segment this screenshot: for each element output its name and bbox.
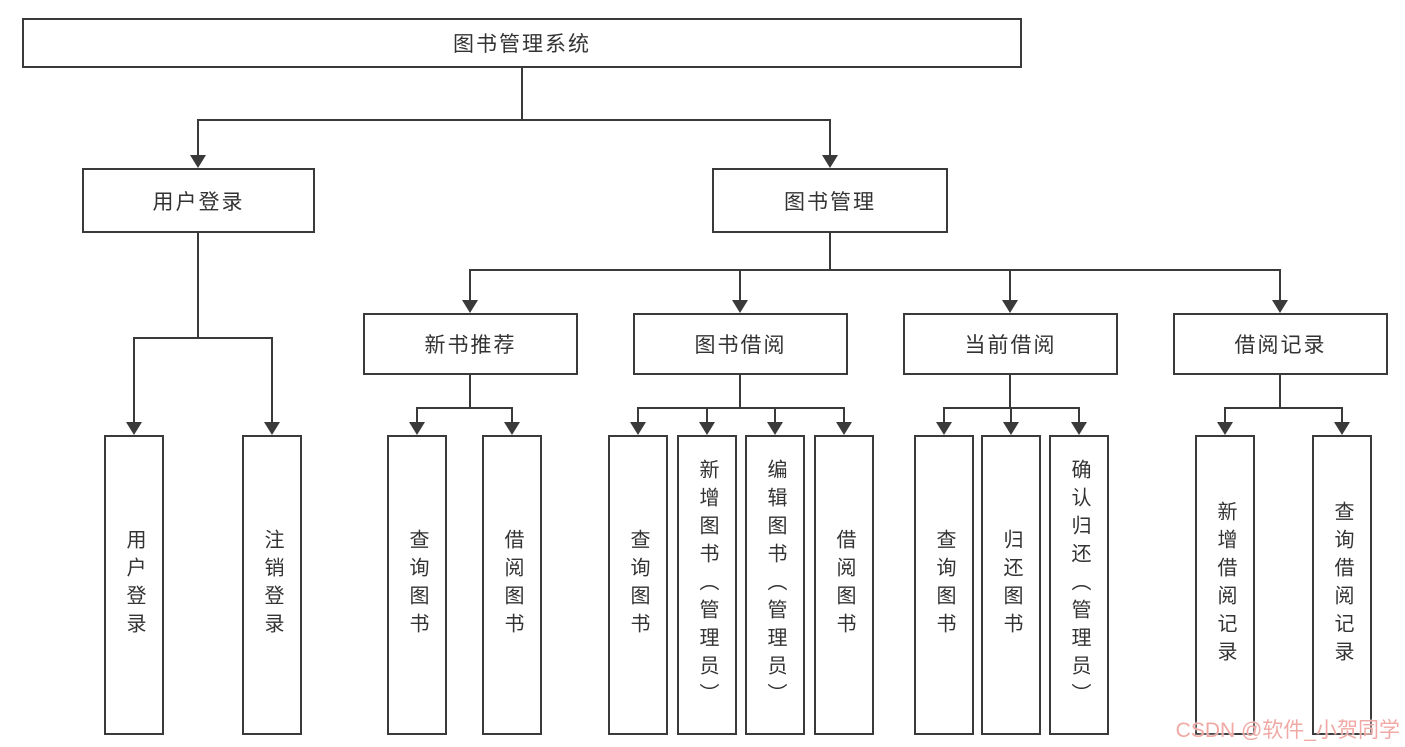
connector-user-login-drop [197, 119, 199, 156]
leaf-query-borrow-record-label: 查询借阅记录 [1331, 501, 1353, 669]
node-new-book-recommend: 新书推荐 [363, 313, 578, 375]
leaf-query-books-current: 查询图书 [914, 435, 974, 735]
leaf-borrow-books-label: 借阅图书 [833, 529, 855, 641]
node-book-management-label: 图书管理 [784, 190, 876, 214]
node-borrow-record: 借阅记录 [1173, 313, 1388, 375]
connector-book-mgmt-branch [469, 269, 1281, 271]
leaf-edit-books-admin: 编辑图书（管理员） [745, 435, 805, 735]
connector-root-branch [197, 119, 831, 121]
arrowhead-down-icon [1003, 422, 1019, 435]
connector-book-borrow-branch [637, 407, 844, 409]
connector-level3-drop [1009, 269, 1011, 301]
arrowhead-down-icon [190, 155, 206, 168]
leaf-add-borrow-record-label: 新增借阅记录 [1214, 501, 1236, 669]
node-user-login-label: 用户登录 [152, 190, 245, 214]
connector-leaf-drop [1078, 407, 1080, 423]
arrowhead-down-icon [504, 422, 520, 435]
arrowhead-down-icon [264, 422, 280, 435]
arrowhead-down-icon [1217, 422, 1233, 435]
leaf-add-borrow-record: 新增借阅记录 [1195, 435, 1255, 735]
arrowhead-down-icon [1002, 300, 1018, 313]
leaf-query-books-recommend-label: 查询图书 [406, 529, 428, 641]
arrowhead-down-icon [767, 422, 783, 435]
connector-leaf-drop [416, 407, 418, 423]
leaf-borrow-books-recommend-label: 借阅图书 [501, 529, 523, 641]
leaf-query-borrow-record: 查询借阅记录 [1312, 435, 1372, 735]
leaf-logout-label: 注销登录 [261, 529, 283, 641]
leaf-query-books-borrow: 查询图书 [608, 435, 668, 735]
connector-user-login-stem [197, 232, 199, 338]
node-current-borrow-label: 当前借阅 [964, 334, 1057, 357]
arrowhead-down-icon [1272, 300, 1288, 313]
leaf-borrow-books: 借阅图书 [814, 435, 874, 735]
arrowhead-down-icon [699, 422, 715, 435]
node-borrow-record-label: 借阅记录 [1234, 334, 1327, 357]
connector-borrow-record-branch [1224, 407, 1342, 409]
connector-current-borrow-stem [1009, 374, 1011, 408]
arrowhead-down-icon [1071, 422, 1087, 435]
connector-new-book-stem [469, 374, 471, 408]
connector-leaf-drop [637, 407, 639, 423]
connector-leaf-drop [511, 407, 513, 423]
arrowhead-down-icon [1334, 422, 1350, 435]
connector-leaf-drop [1224, 407, 1226, 423]
arrowhead-down-icon [822, 155, 838, 168]
connector-leaf-drop [706, 407, 708, 423]
node-root-system: 图书管理系统 [22, 18, 1022, 68]
node-user-login: 用户登录 [82, 168, 315, 233]
leaf-confirm-return-admin-label: 确认归还（管理员） [1068, 459, 1090, 711]
leaf-user-login-label: 用户登录 [123, 529, 145, 641]
leaf-query-books-recommend: 查询图书 [387, 435, 447, 735]
connector-book-mgmt-stem [829, 232, 831, 270]
connector-leaf-drop [1010, 407, 1012, 423]
leaf-borrow-books-recommend: 借阅图书 [482, 435, 542, 735]
connector-root-stem [521, 68, 523, 121]
connector-level3-drop [469, 269, 471, 301]
leaf-confirm-return-admin: 确认归还（管理员） [1049, 435, 1109, 735]
leaf-return-books-label: 归还图书 [1000, 529, 1022, 641]
arrowhead-down-icon [126, 422, 142, 435]
node-book-borrow-label: 图书借阅 [694, 334, 787, 357]
node-new-book-recommend-label: 新书推荐 [424, 334, 517, 357]
node-root-label: 图书管理系统 [453, 33, 591, 56]
leaf-edit-books-admin-label: 编辑图书（管理员） [764, 459, 786, 711]
leaf-user-login: 用户登录 [104, 435, 164, 735]
leaf-query-books-borrow-label: 查询图书 [627, 529, 649, 641]
connector-leaf-drop [774, 407, 776, 423]
connector-level3-drop [739, 269, 741, 301]
connector-leaf-drop [943, 407, 945, 423]
connector-user-login-branch [133, 337, 273, 339]
node-current-borrow: 当前借阅 [903, 313, 1118, 375]
arrowhead-down-icon [630, 422, 646, 435]
connector-new-book-branch [416, 407, 513, 409]
connector-leaf-drop [133, 337, 135, 423]
leaf-logout: 注销登录 [242, 435, 302, 735]
arrowhead-down-icon [462, 300, 478, 313]
arrowhead-down-icon [936, 422, 952, 435]
arrowhead-down-icon [732, 300, 748, 313]
arrowhead-down-icon [836, 422, 852, 435]
connector-leaf-drop [1341, 407, 1343, 423]
connector-leaf-drop [843, 407, 845, 423]
connector-level3-drop [1279, 269, 1281, 301]
connector-book-borrow-stem [739, 374, 741, 408]
connector-book-mgmt-drop [829, 119, 831, 156]
node-book-borrow: 图书借阅 [633, 313, 848, 375]
csdn-watermark: CSDN @软件_小贺同学 [1175, 719, 1400, 742]
connector-borrow-record-stem [1279, 374, 1281, 408]
arrowhead-down-icon [409, 422, 425, 435]
node-book-management: 图书管理 [712, 168, 948, 233]
leaf-return-books: 归还图书 [981, 435, 1041, 735]
leaf-query-books-current-label: 查询图书 [933, 529, 955, 641]
leaf-add-books-admin: 新增图书（管理员） [677, 435, 737, 735]
connector-leaf-drop [271, 337, 273, 423]
leaf-add-books-admin-label: 新增图书（管理员） [696, 459, 718, 711]
